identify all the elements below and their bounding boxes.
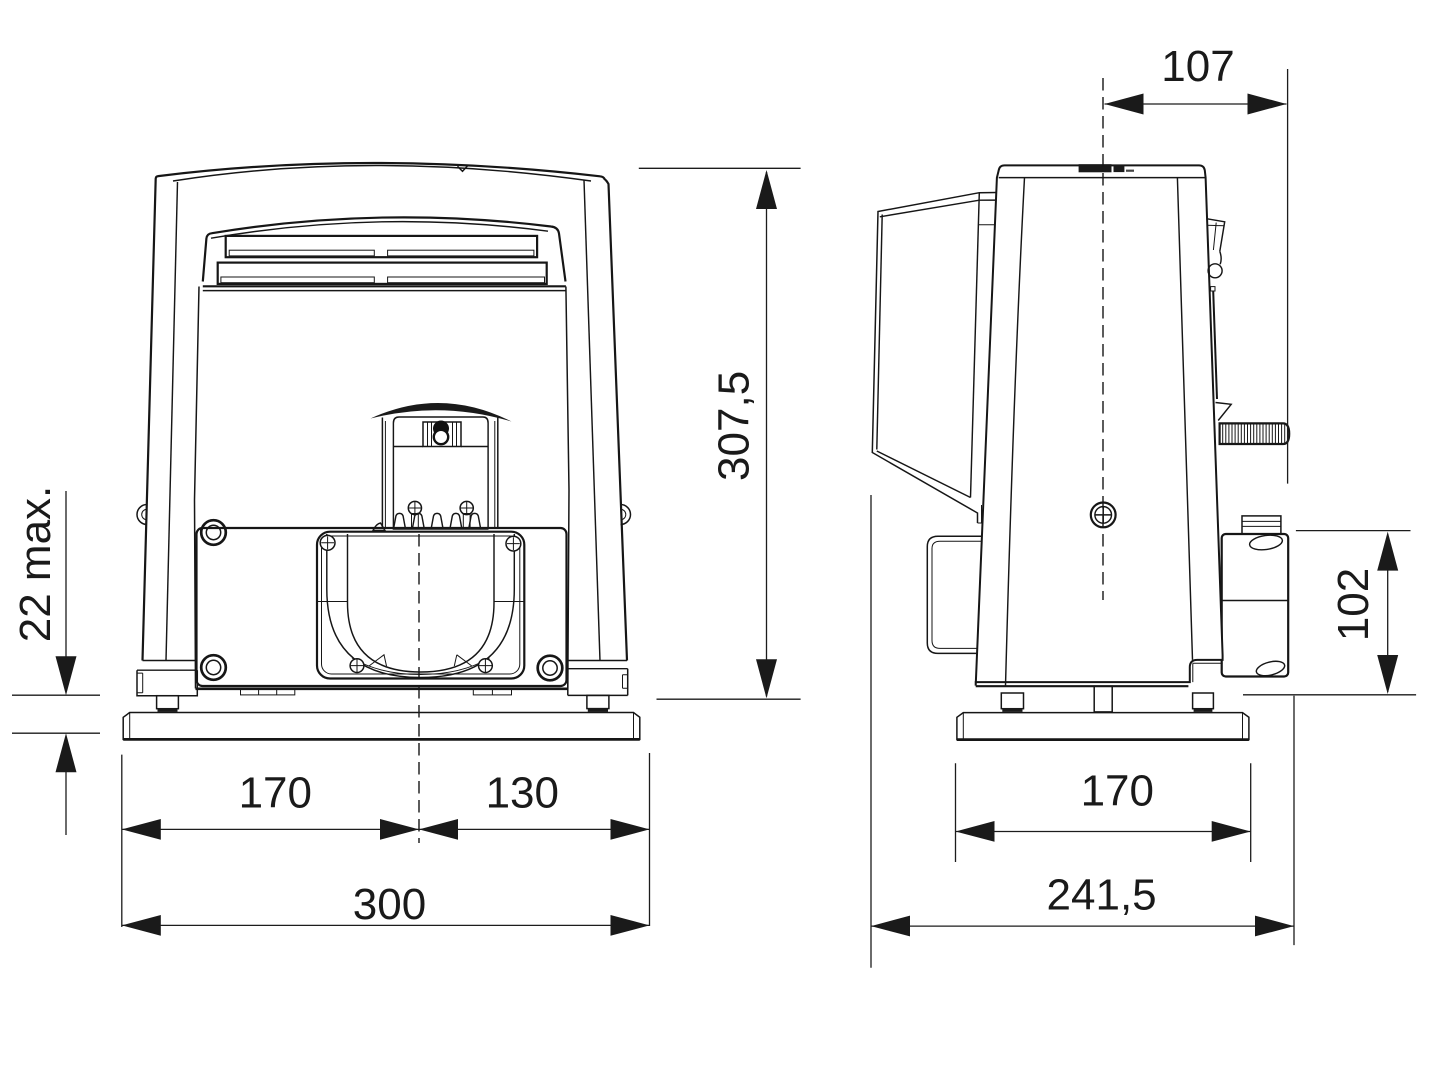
svg-text:170: 170 bbox=[1081, 767, 1154, 816]
svg-text:170: 170 bbox=[239, 769, 312, 818]
svg-text:300: 300 bbox=[353, 880, 426, 929]
svg-text:130: 130 bbox=[486, 769, 559, 818]
svg-text:307,5: 307,5 bbox=[710, 371, 759, 481]
svg-text:22 max.: 22 max. bbox=[11, 486, 60, 643]
svg-text:241,5: 241,5 bbox=[1047, 871, 1157, 920]
svg-text:107: 107 bbox=[1161, 42, 1234, 91]
svg-text:102: 102 bbox=[1329, 568, 1378, 641]
